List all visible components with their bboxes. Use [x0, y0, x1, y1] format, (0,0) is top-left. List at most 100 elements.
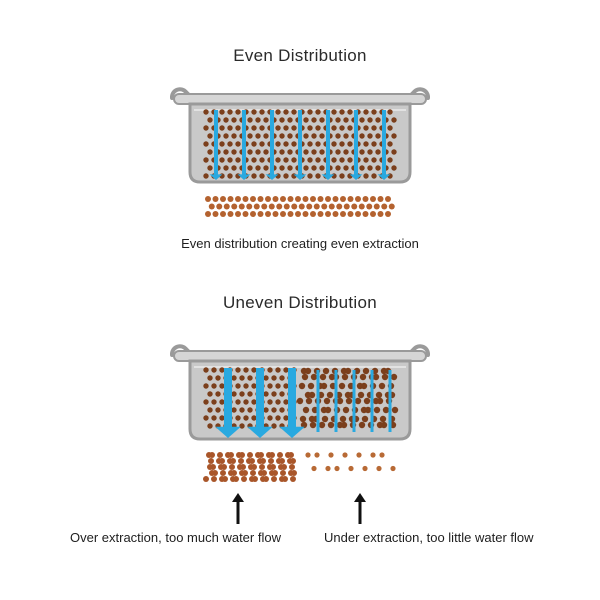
- coffee-particle: [255, 133, 261, 139]
- extracted-ground: [253, 203, 260, 210]
- extracted-ground: [321, 203, 328, 210]
- under-extracted-ground: [314, 452, 320, 458]
- coffee-particle-dense: [341, 373, 349, 381]
- coffee-particle: [283, 157, 289, 163]
- coffee-particle: [219, 141, 225, 147]
- coffee-particle: [279, 149, 285, 155]
- coffee-particle: [263, 165, 269, 171]
- coffee-particle: [267, 399, 273, 405]
- coffee-particle: [331, 109, 337, 115]
- extracted-ground: [287, 196, 294, 202]
- extracted-ground: [385, 211, 391, 217]
- extracted-ground: [370, 196, 376, 202]
- extracted-ground: [362, 211, 369, 217]
- coffee-particle: [247, 149, 253, 155]
- over-extracted-ground: [289, 464, 295, 470]
- coffee-particle-dense: [382, 406, 390, 414]
- coffee-particle: [215, 407, 221, 413]
- coffee-particle: [387, 141, 393, 147]
- extracted-ground: [265, 211, 271, 217]
- coffee-particle: [331, 141, 337, 147]
- under-extracted-ground: [342, 452, 348, 458]
- coffee-particle: [227, 157, 233, 163]
- over-extracted-ground: [209, 452, 215, 458]
- extracted-ground: [283, 203, 290, 210]
- over-extracted-ground: [290, 476, 296, 482]
- coffee-particle: [243, 399, 249, 405]
- extracted-ground: [257, 211, 264, 217]
- under-extracted-ground: [305, 452, 311, 458]
- coffee-particle: [263, 407, 269, 413]
- over-extracted-ground: [250, 470, 256, 476]
- basket-handle-right: [406, 344, 430, 357]
- coffee-particle: [279, 165, 285, 171]
- over-extracted-ground: [252, 476, 258, 482]
- coffee-particle: [331, 125, 337, 131]
- coffee-particle: [303, 133, 309, 139]
- coffee-particle: [207, 375, 213, 381]
- coffee-particle: [387, 125, 393, 131]
- coffee-particle-dense: [308, 391, 316, 399]
- extracted-ground: [343, 203, 350, 210]
- coffee-particle: [311, 117, 317, 123]
- over-extracted-ground: [279, 458, 285, 464]
- coffee-particle-dense: [336, 397, 344, 405]
- coffee-particle-dense: [364, 406, 372, 414]
- coffee-particle: [275, 367, 281, 373]
- extracted-ground: [325, 196, 331, 202]
- extracted-ground: [205, 211, 211, 217]
- coffee-particle: [227, 173, 233, 179]
- coffee-particle-dense: [379, 415, 387, 423]
- over-extracted-ground: [212, 470, 218, 476]
- strong-water-arrow-3-head: [279, 426, 305, 438]
- extracted-ground: [317, 196, 324, 202]
- over-extracted-ground: [280, 470, 286, 476]
- coffee-particle: [219, 157, 225, 163]
- coffee-particle: [247, 375, 253, 381]
- coffee-particle: [251, 157, 257, 163]
- over-extracted-ground: [242, 470, 248, 476]
- coffee-particle: [287, 149, 293, 155]
- coffee-particle: [315, 125, 321, 131]
- coffee-particle: [339, 157, 345, 163]
- coffee-particle-dense: [319, 373, 327, 381]
- over-extracted-ground: [238, 458, 244, 464]
- over-extracted-ground: [288, 452, 294, 458]
- extracted-ground: [302, 211, 309, 217]
- under-extracted-ground: [379, 452, 385, 458]
- coffee-particle: [211, 383, 217, 389]
- under-extracted-ground: [325, 465, 331, 472]
- water-arrow-3-head: [265, 174, 279, 180]
- water-arrow-4-head: [293, 174, 307, 180]
- coffee-particle: [359, 165, 365, 171]
- coffee-particle: [235, 125, 241, 131]
- extracted-ground: [317, 211, 324, 217]
- coffee-particle: [291, 109, 297, 115]
- coffee-particle: [275, 383, 281, 389]
- extracted-ground: [220, 211, 226, 217]
- coffee-particle-dense: [354, 397, 362, 405]
- coffee-particle: [319, 165, 325, 171]
- coffee-particle: [251, 383, 257, 389]
- coffee-particle-dense: [339, 415, 347, 423]
- coffee-particle: [283, 399, 289, 405]
- over-extracted-ground: [281, 464, 287, 470]
- coffee-particle-dense: [338, 382, 346, 390]
- water-arrow-5: [326, 110, 330, 176]
- coffee-particle: [275, 125, 281, 131]
- coffee-particle: [235, 415, 241, 421]
- water-arrow-1-head: [209, 174, 223, 180]
- coffee-particle: [251, 415, 257, 421]
- coffee-particle: [211, 415, 217, 421]
- coffee-particle: [339, 109, 345, 115]
- coffee-particle-dense: [304, 367, 312, 375]
- coffee-particle: [231, 149, 237, 155]
- extracted-ground: [377, 211, 384, 217]
- over-extracted-ground: [228, 452, 234, 458]
- coffee-particle-dense: [375, 391, 383, 399]
- coffee-particle: [231, 391, 237, 397]
- over-extracted-ground: [211, 476, 217, 482]
- pointer-arrow-left-icon: [232, 493, 244, 502]
- even-distribution-title: Even Distribution: [233, 46, 367, 65]
- coffee-particle: [207, 391, 213, 397]
